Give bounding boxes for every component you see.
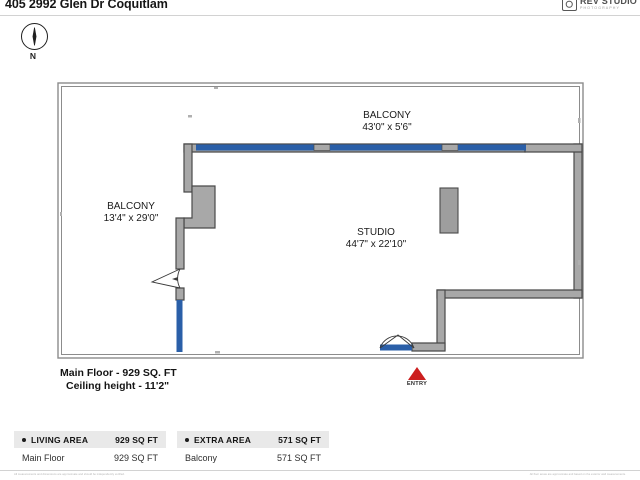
svg-text:44'7" x 22'10": 44'7" x 22'10" (346, 239, 407, 250)
window-top-2 (330, 144, 442, 151)
wall-below-door (175, 287, 185, 301)
wall-studio-upper-right-return (524, 143, 583, 153)
caption-area-line: Main Floor - 929 SQ. FT (60, 367, 177, 379)
legend-row: Balcony 571 SQ FT (177, 448, 329, 467)
compass-ring (20, 23, 48, 50)
entry-marker: ENTRY (399, 367, 435, 387)
area-legend: LIVING AREA 929 SQ FT Main Floor 929 SQ … (14, 431, 329, 467)
bullet-icon (22, 437, 26, 442)
annotation-tick-3 (60, 212, 62, 216)
legend-row-label: Main Floor (22, 452, 65, 463)
wall-studio-right (573, 143, 583, 299)
brand-tagline: PHOTOGRAPHY (579, 6, 620, 11)
door-swing (150, 268, 181, 289)
wall-studio-entry-stub (411, 342, 446, 352)
structural-column (439, 187, 459, 234)
entry-label: ENTRY (406, 381, 428, 387)
compass-label: N (29, 51, 37, 61)
legend-row: Main Floor 929 SQ FT (14, 448, 166, 467)
plan-annotations (60, 87, 581, 354)
legend-title: EXTRA AREA (194, 434, 252, 445)
floor-caption: Main Floor - 929 SQ. FT Ceiling height -… (60, 367, 177, 393)
wall-studio-jog (436, 289, 446, 351)
legend-row-value: 929 SQ FT (113, 452, 158, 463)
legend-block-extra-area: EXTRA AREA 571 SQ FT Balcony 571 SQ FT (177, 431, 329, 467)
window-top-3 (458, 144, 526, 151)
svg-text:BALCONY: BALCONY (107, 201, 155, 212)
bullet-icon (185, 437, 189, 442)
floor-plan-drawing: BALCONY 43'0" x 5'6" BALCONY 13'4" x 29'… (57, 82, 584, 359)
svg-text:13'4" x 29'0": 13'4" x 29'0" (104, 213, 159, 224)
entry-canopy (379, 334, 415, 349)
brand-name: REV STUDIO (579, 0, 637, 7)
annotation-tick-5 (578, 260, 581, 265)
brand-logo: REV STUDIO PHOTOGRAPHY (561, 0, 637, 12)
brand-text: REV STUDIO PHOTOGRAPHY (580, 0, 637, 11)
legend-total: 929 SQ FT (115, 434, 158, 445)
room-labels: BALCONY 43'0" x 5'6" BALCONY 13'4" x 29'… (104, 110, 413, 250)
legend-row-label: Balcony (185, 452, 218, 463)
annotation-tick-4 (578, 118, 581, 123)
legend-header-living-area: LIVING AREA 929 SQ FT (14, 431, 166, 448)
svg-text:STUDIO: STUDIO (357, 227, 395, 238)
window-bottom-1 (380, 344, 412, 351)
footer-divider (0, 470, 640, 471)
legend-total: 571 SQ FT (278, 434, 321, 445)
wall-studio-left-lower (175, 217, 185, 270)
header-divider (0, 15, 640, 16)
svg-text:43'0" x 5'6": 43'0" x 5'6" (362, 122, 412, 133)
wall-studio-bottom-right (436, 289, 583, 299)
legend-title: LIVING AREA (31, 434, 89, 445)
caption-ceiling-line: Ceiling height - 11'2" (66, 380, 170, 392)
legend-block-living-area: LIVING AREA 929 SQ FT Main Floor 929 SQ … (14, 431, 166, 467)
page-title: 405 2992 Glen Dr Coquitlam (5, 0, 168, 11)
annotation-tick-1 (188, 115, 192, 118)
compass-rose: N (19, 23, 49, 61)
legend-header-extra-area: EXTRA AREA 571 SQ FT (177, 431, 329, 448)
mullion-top-2 (441, 144, 459, 151)
mullion-top-1 (313, 144, 331, 151)
legend-row-value: 571 SQ FT (276, 452, 321, 463)
window-left-1 (176, 300, 183, 352)
footer-note-right: All floor areas are approximate and base… (529, 473, 626, 476)
annotation-tick-6 (215, 351, 220, 354)
window-glazing (176, 144, 526, 352)
floor-plan: BALCONY 43'0" x 5'6" BALCONY 13'4" x 29'… (0, 60, 640, 405)
annotation-tick-2 (214, 87, 218, 89)
wall-studio-left-upper (183, 143, 193, 193)
entry-triangle-icon (408, 367, 426, 380)
page-header: 405 2992 Glen Dr Coquitlam REV STUDIO PH… (0, 0, 640, 15)
footer-note-left: All measurements and dimensions are appr… (14, 473, 125, 476)
compass-needle-icon (32, 27, 36, 46)
camera-icon (561, 0, 577, 11)
window-top-1 (196, 144, 314, 151)
svg-text:BALCONY: BALCONY (363, 110, 411, 121)
